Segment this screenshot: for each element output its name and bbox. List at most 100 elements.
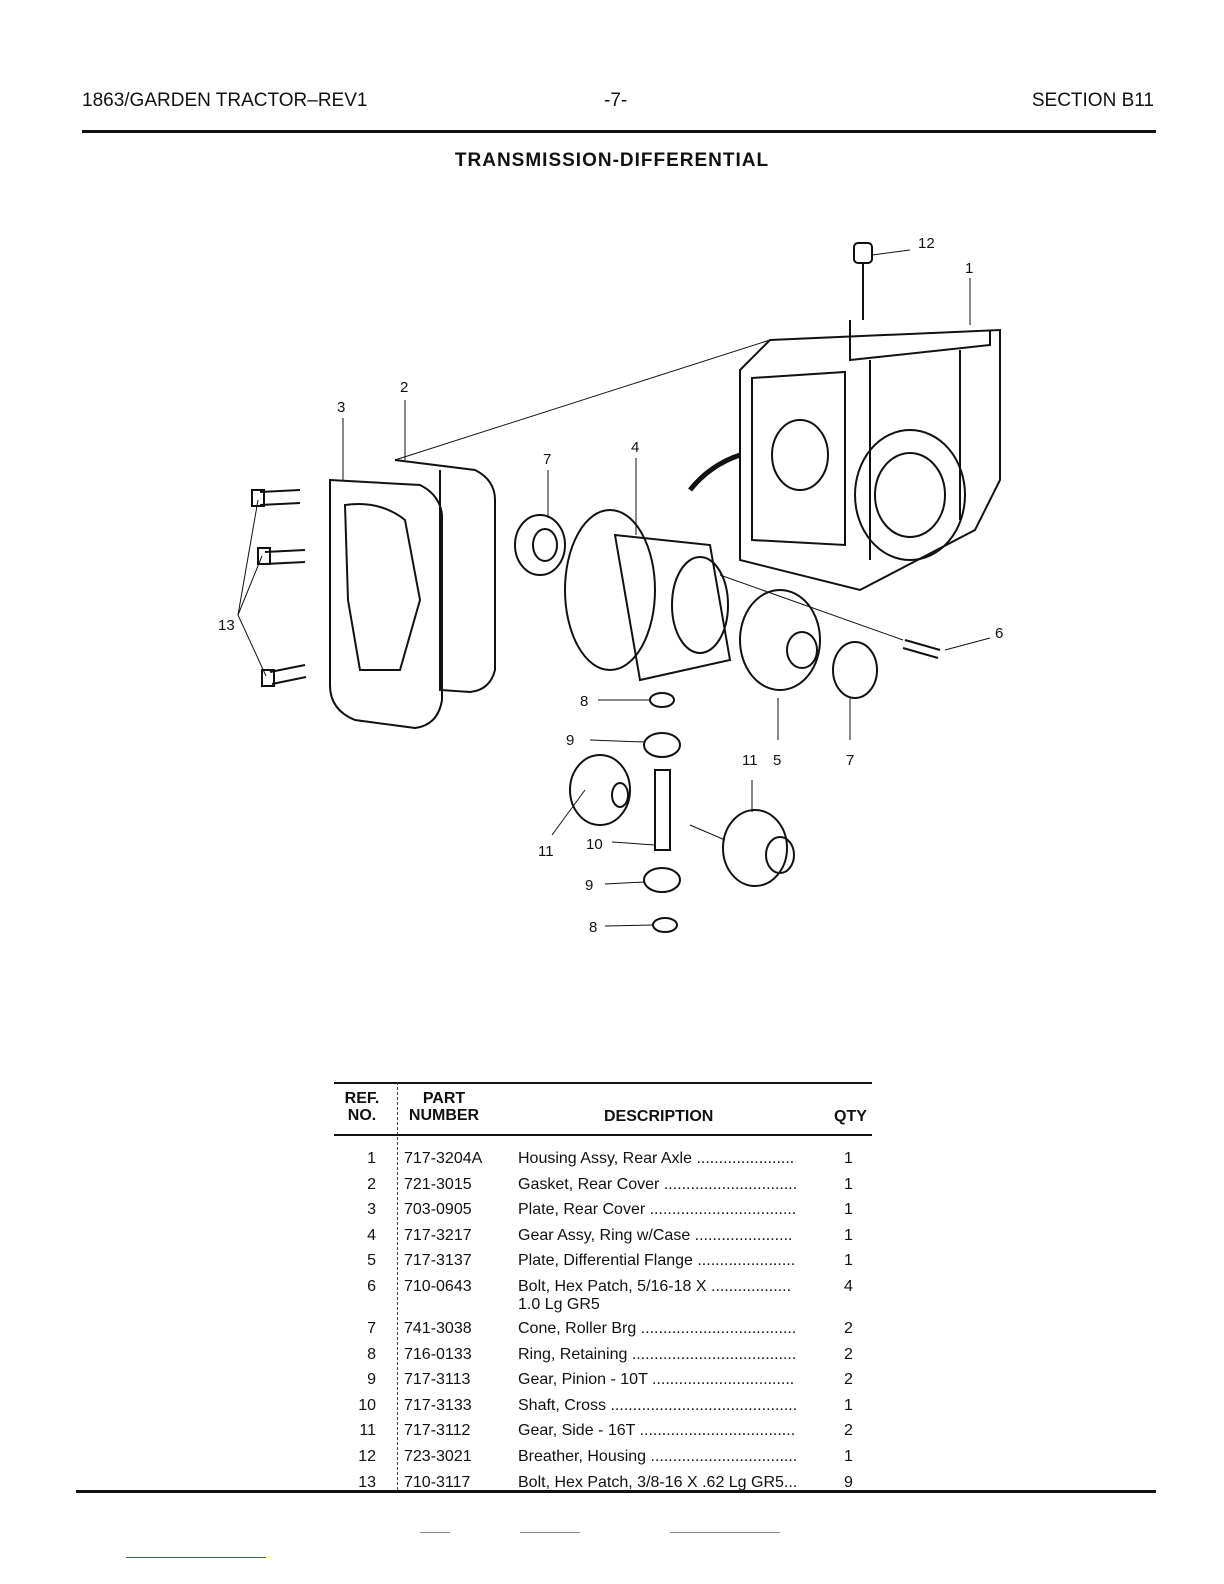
description-cell: Breather, Housing ......................… [518, 1447, 798, 1465]
header-part-number: PART NUMBER [408, 1090, 480, 1124]
scan-mark [420, 1532, 450, 1533]
ref-cell: 9 [367, 1371, 376, 1389]
part-number-cell: 723-3021 [404, 1447, 472, 1465]
table-row: 13 710-3117 Bolt, Hex Patch, 3/8-16 X .62 … [334, 1474, 872, 1500]
description-cell: Plate, Differential Flange .............… [518, 1252, 796, 1270]
table-row: 5 717-3137 Plate, Differential Flange ....… [334, 1252, 872, 1278]
callout-7-left: 7 [543, 451, 551, 468]
qty-cell: 4 [844, 1277, 853, 1295]
part-number-cell: 717-3137 [404, 1252, 472, 1270]
ref-cell: 4 [367, 1226, 376, 1244]
scan-mark [520, 1532, 580, 1533]
retaining-ring-lower [652, 917, 678, 933]
callout-8-lower: 8 [589, 919, 597, 936]
ref-cell: 12 [358, 1447, 376, 1465]
plate-rear-cover [329, 478, 443, 730]
description-cell: Bolt, Hex Patch, 3/8-16 X .62 Lg GR5... [518, 1473, 798, 1491]
description-cell: Plate, Rear Cover ......................… [518, 1201, 797, 1219]
ref-cell: 6 [367, 1277, 376, 1295]
pinion-gear-lower [643, 867, 681, 893]
description-cell: Housing Assy, Rear Axle ................… [518, 1150, 795, 1167]
qty-cell: 1 [844, 1252, 853, 1270]
part-number-cell: 717-3133 [404, 1396, 472, 1414]
table-row: 1 717-3204A Housing Assy, Rear Axle ......… [334, 1150, 872, 1176]
differential-flange [739, 589, 821, 691]
ref-cell: 1 [367, 1150, 376, 1167]
callout-13: 13 [218, 617, 235, 634]
qty-cell: 2 [844, 1345, 853, 1363]
ref-cell: 3 [367, 1201, 376, 1219]
page-header: 1863/GARDEN TRACTOR–REV1 -7- SECTION B11 [82, 90, 1154, 118]
section-label: SECTION B11 [1031, 90, 1154, 111]
callout-1: 1 [965, 260, 973, 277]
part-number-cell: 717-3204A [404, 1150, 483, 1167]
header-qty: QTY [834, 1108, 867, 1125]
scan-mark [670, 1532, 780, 1533]
table-row: 8 716-0133 Ring, Retaining ...............… [334, 1346, 872, 1372]
parts-table-body: 1 717-3204A Housing Assy, Rear Axle ......… [334, 1150, 872, 1499]
footer-link-line [126, 1557, 266, 1558]
callout-11-lower: 11 [538, 843, 554, 860]
qty-cell: 2 [844, 1319, 853, 1337]
qty-cell: 1 [844, 1175, 853, 1193]
ring-gear-case [564, 509, 732, 682]
gasket-rear-cover [394, 459, 496, 694]
callout-8-upper: 8 [580, 693, 588, 710]
callout-3: 3 [337, 399, 345, 416]
retaining-ring-upper [649, 692, 675, 708]
column-divider [397, 1082, 398, 1490]
callout-12: 12 [918, 235, 935, 252]
side-gear-right [722, 809, 795, 887]
description-cell: Bolt, Hex Patch, 5/16-18 X .............… [518, 1277, 792, 1313]
leader-lines [237, 249, 991, 927]
document-title: 1863/GARDEN TRACTOR–REV1 [82, 90, 368, 111]
qty-cell: 1 [844, 1396, 853, 1414]
ref-cell: 8 [367, 1345, 376, 1363]
callout-9-upper: 9 [566, 732, 574, 749]
callout-10: 10 [586, 836, 603, 853]
bolts-hex-patch-13 [251, 489, 307, 687]
table-row: 3 703-0905 Plate, Rear Cover .............… [334, 1201, 872, 1227]
parts-table: REF. NO. PART NUMBER DESCRIPTION QTY 1 71… [334, 1082, 872, 1499]
header-description: DESCRIPTION [604, 1108, 714, 1125]
part-number-cell: 717-3113 [404, 1371, 471, 1389]
description-cell: Gasket, Rear Cover .....................… [518, 1175, 798, 1193]
header-rule [82, 130, 1156, 133]
ref-cell: 10 [358, 1396, 376, 1414]
table-row: 4 717-3217 Gear Assy, Ring w/Case ........… [334, 1227, 872, 1253]
ref-cell: 13 [358, 1473, 376, 1491]
ref-cell: 5 [367, 1252, 376, 1270]
header-ref-no: REF. NO. [344, 1090, 380, 1124]
qty-cell: 1 [844, 1226, 853, 1244]
qty-cell: 2 [844, 1422, 853, 1440]
pinion-gear-upper [643, 732, 681, 758]
description-cell: Ring, Retaining ........................… [518, 1345, 797, 1363]
assembly-arrow [688, 452, 741, 492]
ref-cell: 11 [359, 1422, 376, 1440]
breather-housing [853, 242, 873, 320]
parts-table-header: REF. NO. PART NUMBER DESCRIPTION QTY [334, 1082, 872, 1136]
qty-cell: 9 [844, 1473, 853, 1491]
part-number-cell: 703-0905 [404, 1201, 472, 1219]
qty-cell: 1 [844, 1150, 853, 1167]
cross-shaft [654, 769, 671, 851]
part-number-cell: 716-0133 [404, 1345, 472, 1363]
qty-cell: 1 [844, 1447, 853, 1465]
part-number-cell: 721-3015 [404, 1175, 472, 1193]
callout-2: 2 [400, 379, 408, 396]
description-cell: Gear Assy, Ring w/Case .................… [518, 1226, 793, 1244]
part-number-cell: 717-3112 [404, 1422, 471, 1440]
callout-4: 4 [631, 439, 639, 456]
side-gear-left [569, 754, 631, 826]
part-number-cell: 717-3217 [404, 1226, 472, 1244]
description-cell: Cone, Roller Brg .......................… [518, 1319, 797, 1337]
callout-6: 6 [995, 625, 1003, 642]
description-cell: Shaft, Cross ...........................… [518, 1396, 798, 1414]
exploded-parts-diagram: 12 1 2 3 4 7 13 6 8 9 11 5 7 11 10 9 8 [218, 235, 1003, 936]
roller-bearing-right [832, 641, 878, 699]
part-number-cell: 710-3117 [404, 1473, 471, 1491]
